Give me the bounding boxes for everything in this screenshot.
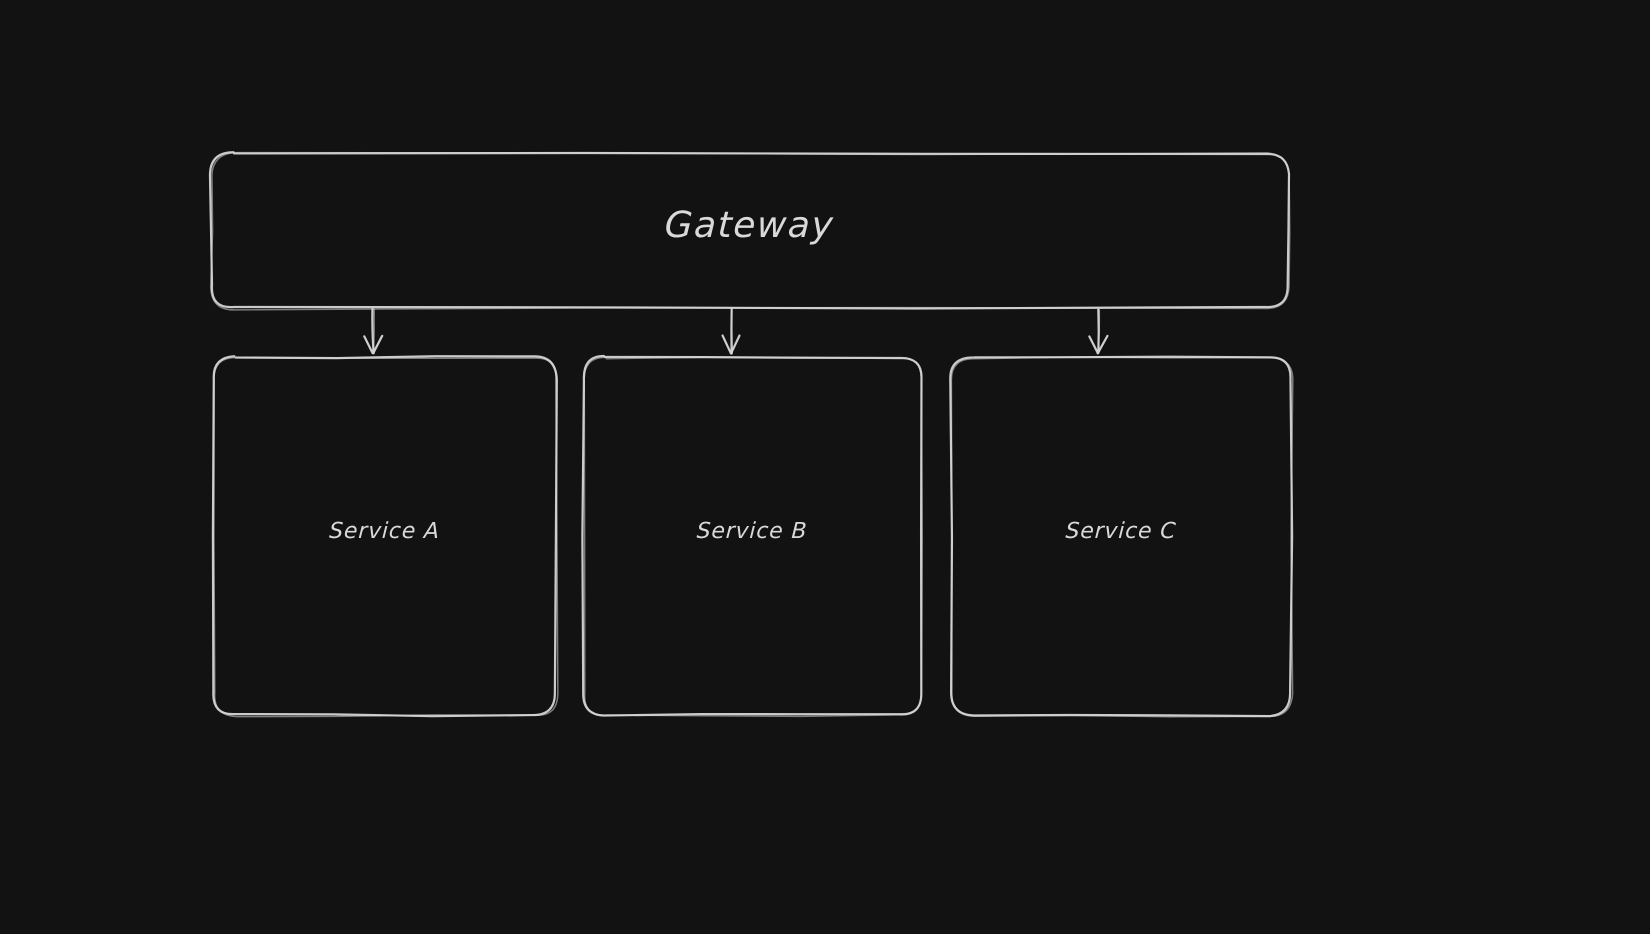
node-label-service-b: Service B bbox=[696, 519, 808, 544]
node-label-gateway: Gateway bbox=[663, 205, 836, 246]
node-label-service-c: Service C bbox=[1064, 519, 1178, 544]
node-label-service-a: Service A bbox=[328, 519, 441, 544]
